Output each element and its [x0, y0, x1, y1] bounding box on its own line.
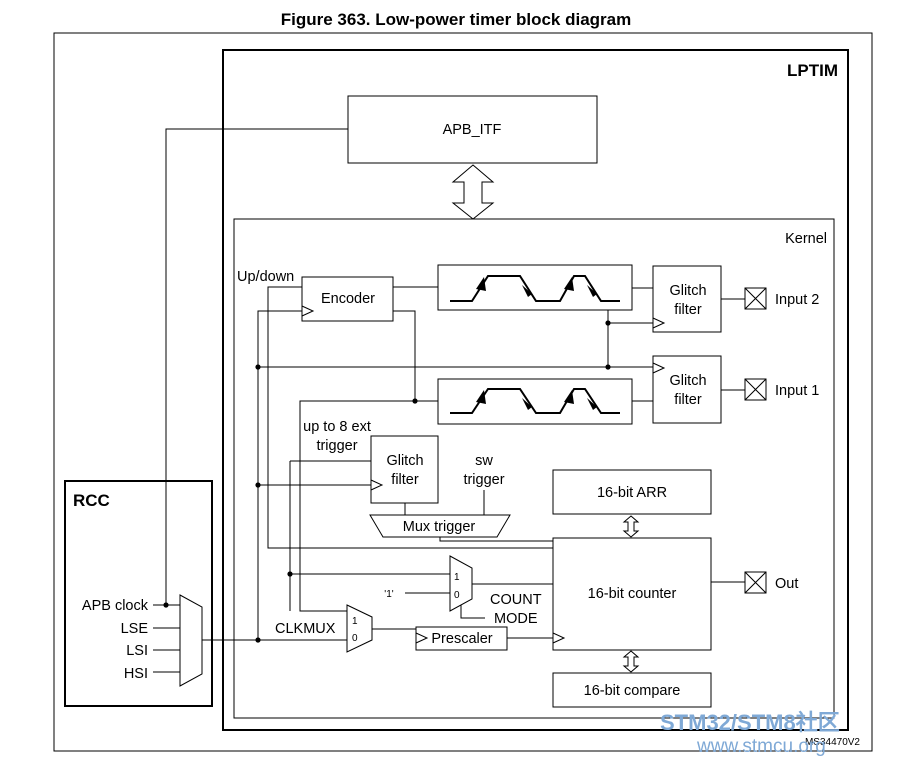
- lptim-block: [222, 49, 849, 731]
- trigger-to-mux-wires: [404, 490, 485, 515]
- waveform1-to-encoder-and-clkmux-wire: [299, 310, 438, 612]
- junction-filter2-clock: [605, 320, 611, 326]
- filter-to-waveform-wires: [632, 287, 653, 402]
- glitch-filter-input2-clock-marker: [652, 317, 666, 329]
- counter-compare-arrow: [622, 650, 640, 673]
- junction-kernel-clock-3: [255, 637, 261, 643]
- count-mode-label-2: MODE: [494, 611, 538, 627]
- one-constant-label: '1': [384, 589, 393, 600]
- rcc-label: RCC: [73, 491, 110, 510]
- prescaler-label: Prescaler: [431, 631, 492, 647]
- junction-kernel-clock-2: [255, 482, 261, 488]
- figure-title: Figure 363. Low-power timer block diagra…: [281, 10, 631, 29]
- rcc-input-lsi: LSI: [126, 643, 148, 659]
- junction-ext-trigger: [287, 571, 293, 577]
- input1-label: Input 1: [775, 383, 819, 399]
- encoder-block: [301, 276, 394, 322]
- junction-waveform1: [412, 398, 418, 404]
- glitch-filter-input2-label-1: Glitch: [669, 283, 706, 299]
- junction-filter1-clock: [605, 364, 611, 370]
- waveform-input2-arrow2: [522, 285, 532, 297]
- waveform-box-input1: [437, 378, 633, 425]
- kernel-clock-to-filters: [258, 310, 653, 368]
- waveform-input2-arrow4: [587, 285, 597, 297]
- ext-trigger-label-1: up to 8 ext: [303, 419, 371, 435]
- kernel-label: Kernel: [785, 231, 827, 247]
- glitch-filter-ext-trigger: [370, 435, 439, 504]
- clkmux-label: CLKMUX: [275, 621, 336, 637]
- glitch-filter-ext-trigger-clock-marker: [370, 479, 384, 491]
- updown-label: Up/down: [237, 269, 294, 285]
- glitch-filter-ext-trigger-label-1: Glitch: [386, 453, 423, 469]
- glitch-filter-input2: [652, 265, 722, 333]
- rcc-clock-mux: [179, 594, 203, 687]
- mux-trigger-label: Mux trigger: [403, 519, 476, 535]
- waveform-input2-arrow1: [476, 277, 486, 291]
- arr-label: 16-bit ARR: [597, 485, 667, 501]
- watermark-line-2: www.stmcu.org: [696, 736, 826, 757]
- count-mode-mux-in0: 0: [454, 590, 460, 601]
- arr-counter-arrow: [622, 515, 640, 538]
- lptim-label: LPTIM: [787, 61, 838, 80]
- count-mode-wires: [290, 573, 553, 619]
- glitch-filter-input1-label-1: Glitch: [669, 373, 706, 389]
- bus-double-arrow: [451, 164, 495, 220]
- rcc-input-lse: LSE: [121, 621, 149, 637]
- clkmux-in0: 0: [352, 633, 358, 644]
- ext-trigger-label-2: trigger: [316, 438, 357, 454]
- glitch-filter-input2-label-2: filter: [674, 302, 702, 318]
- waveform-input1-arrow2: [522, 398, 532, 410]
- input2-label: Input 2: [775, 292, 819, 308]
- apb-clock-wire: [165, 128, 348, 605]
- prescaler-clock-marker: [415, 632, 429, 644]
- waveform-input1-arrow4: [587, 398, 597, 410]
- glitch-filter-ext-trigger-label-2: filter: [391, 472, 419, 488]
- rcc-input-apb-clock: APB clock: [82, 598, 149, 614]
- updown-wire: [267, 286, 553, 549]
- clkmux-in1: 1: [352, 616, 358, 627]
- counter-block: [552, 537, 712, 651]
- waveform-input1-arrow3: [564, 390, 574, 404]
- out-pin-icon: [744, 571, 767, 594]
- mux-trigger-output-wire: [439, 537, 553, 542]
- compare-label: 16-bit compare: [584, 683, 681, 699]
- mux-trigger: [369, 514, 511, 538]
- waveform-box-input2: [437, 264, 633, 311]
- prescaler-wires: [372, 628, 553, 639]
- clkmux: [346, 604, 373, 653]
- kernel-clock-trunk: [257, 310, 302, 640]
- watermark-line-1: STM32/STM8社区: [660, 710, 840, 735]
- count-mode-mux-in1: 1: [454, 572, 460, 583]
- sw-trigger-label-1: sw: [475, 453, 493, 469]
- arr-register: [552, 469, 712, 515]
- waveform-input1-arrow1: [476, 390, 486, 404]
- rcc-block: [64, 480, 213, 707]
- count-mode-label-1: COUNT: [490, 592, 542, 608]
- compare-register: [552, 672, 712, 708]
- counter-clock-marker: [552, 632, 566, 644]
- apb-itf-block: [347, 95, 598, 164]
- input1-pin-icon: [744, 378, 767, 401]
- input-pin-wires: [721, 298, 745, 391]
- out-label: Out: [775, 576, 798, 592]
- glitch-filter-input1-label-2: filter: [674, 392, 702, 408]
- waveform-input2-arrow3: [564, 277, 574, 291]
- apb-itf-label: APB_ITF: [443, 122, 502, 138]
- doc-code: MS34470V2: [805, 737, 860, 748]
- ext-trigger-wires: [258, 460, 371, 486]
- glitch-filter-input1: [652, 355, 722, 424]
- input2-pin-icon: [744, 287, 767, 310]
- sw-trigger-label-2: trigger: [463, 472, 504, 488]
- rcc-input-hsi: HSI: [124, 666, 148, 682]
- glitch-filter-input1-clock-marker: [652, 362, 666, 374]
- encoder-clock-marker: [301, 305, 315, 317]
- encoder-label: Encoder: [321, 291, 375, 307]
- counter-label: 16-bit counter: [588, 586, 677, 602]
